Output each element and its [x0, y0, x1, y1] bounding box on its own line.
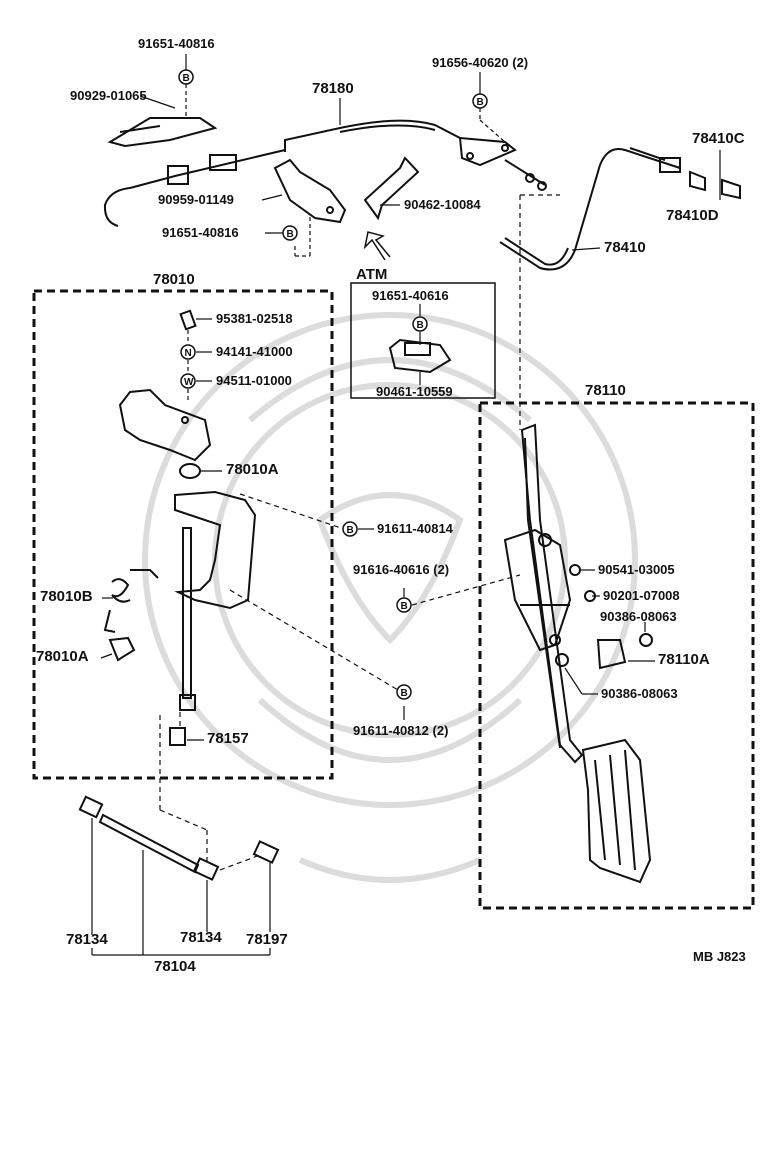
label-91611-40812: 91611-40812 (2) — [353, 723, 449, 738]
svg-text:B: B — [417, 320, 424, 331]
label-91656-40620: 91656-40620 (2) — [432, 55, 529, 70]
marker-washer: W — [180, 373, 196, 389]
callout-markers: B B B B N W B B B — [178, 69, 488, 700]
label-78110A: 78110A — [658, 651, 710, 668]
label-90929-01065: 90929-01065 — [70, 88, 147, 103]
label-78180: 78180 — [312, 80, 354, 97]
pedal-arm-78110 — [503, 423, 653, 884]
cable-78410 — [499, 147, 741, 271]
group-label-78104: 78104 — [154, 958, 196, 975]
marker-bolt-3: B — [282, 225, 298, 241]
svg-text:B: B — [183, 73, 190, 84]
shaft-set-78104 — [78, 795, 280, 881]
label-78134-left: 78134 — [66, 931, 108, 948]
dashed-connectors — [159, 194, 560, 871]
svg-text:B: B — [347, 525, 354, 536]
label-78134-right: 78134 — [180, 929, 222, 946]
svg-text:B: B — [401, 601, 408, 612]
label-78010A-top: 78010A — [226, 461, 279, 478]
label-90541-03005: 90541-03005 — [598, 562, 675, 577]
marker-nut: N — [180, 344, 196, 360]
diagram-code: MB J823 — [693, 949, 746, 964]
label-90386-08063-b: 90386-08063 — [601, 686, 678, 701]
marker-bolt-1: B — [178, 69, 194, 85]
label-91611-40814: 91611-40814 — [377, 521, 453, 536]
svg-text:N: N — [185, 348, 192, 359]
marker-bolt-2: B — [472, 93, 488, 109]
label-91616-40616: 91616-40616 (2) — [353, 562, 450, 577]
svg-text:W: W — [184, 377, 194, 388]
label-78197: 78197 — [246, 931, 288, 948]
label-78410: 78410 — [604, 239, 646, 256]
group-label-78110: 78110 — [585, 382, 626, 399]
label-78410C: 78410C — [692, 130, 745, 147]
label-90201-07008: 90201-07008 — [603, 588, 680, 603]
box-78010 — [32, 289, 334, 780]
bracket-90959-01149 — [273, 158, 347, 224]
watermark-emblem — [142, 312, 638, 883]
box-atm — [350, 282, 496, 399]
label-94511-01000: 94511-01000 — [216, 373, 292, 388]
label-94141-41000: 94141-41000 — [216, 344, 293, 359]
atm-bracket-90461-10559 — [388, 338, 452, 374]
svg-text:B: B — [477, 97, 484, 108]
bracket-90462-10084 — [363, 156, 420, 221]
label-90461-10559: 90461-10559 — [376, 384, 453, 399]
label-78010B: 78010B — [40, 588, 93, 605]
marker-bolt-5: B — [342, 521, 358, 537]
pedal-bracket-parts — [103, 309, 257, 746]
marker-bolt-7: B — [396, 684, 412, 700]
leader-lines — [91, 54, 721, 956]
label-90386-08063-a: 90386-08063 — [600, 609, 677, 624]
svg-text:B: B — [401, 688, 408, 699]
svg-text:B: B — [287, 229, 294, 240]
label-90462-10084: 90462-10084 — [404, 197, 481, 212]
label-78010A-bottom: 78010A — [36, 648, 89, 665]
label-91651-40816-top: 91651-40816 — [138, 36, 215, 51]
label-91651-40816-mid: 91651-40816 — [162, 225, 239, 240]
label-91651-40616: 91651-40616 — [372, 288, 449, 303]
label-95381-02518: 95381-02518 — [216, 311, 293, 326]
group-label-78010: 78010 — [153, 271, 195, 288]
box-78110 — [478, 401, 755, 910]
marker-bolt-4: B — [412, 316, 428, 332]
atm-arrow — [363, 231, 391, 261]
label-78157: 78157 — [207, 730, 249, 747]
section-boxes — [32, 289, 755, 910]
marker-bolt-6: B — [396, 597, 412, 613]
label-90959-01149: 90959-01149 — [158, 192, 234, 207]
throttle-cable-78180 — [103, 117, 547, 227]
atm-box-title: ATM — [356, 266, 388, 283]
label-78410D: 78410D — [666, 207, 719, 224]
